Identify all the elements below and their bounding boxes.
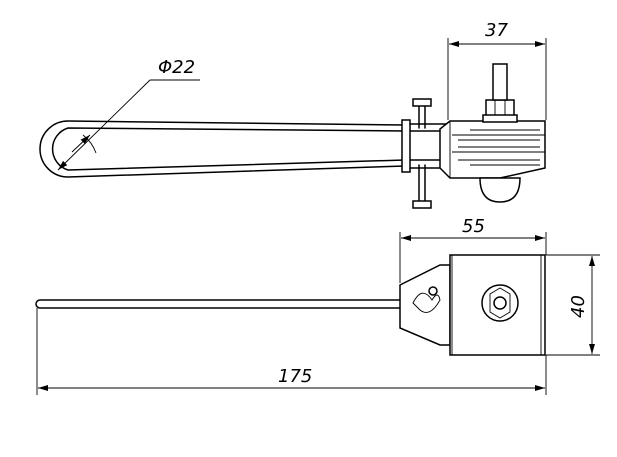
dim-height: 40 [568,295,589,318]
top-nut [485,99,515,117]
dim-width-mid: 55 [462,216,485,237]
loop-inner [51,127,406,171]
side-view [35,254,546,356]
clamp-plate [401,119,411,173]
dimensions: Φ22 37 55 40 175 [36,20,600,395]
top-stud [492,63,508,101]
rod [35,299,401,309]
wedge-nose [399,264,451,346]
loop-outer [39,120,406,178]
dim-diameter: Φ22 [158,57,195,78]
bottom-roller [479,177,521,203]
top-view [39,63,546,209]
dim-width-top: 37 [485,20,508,41]
dim-length: 175 [278,366,312,387]
